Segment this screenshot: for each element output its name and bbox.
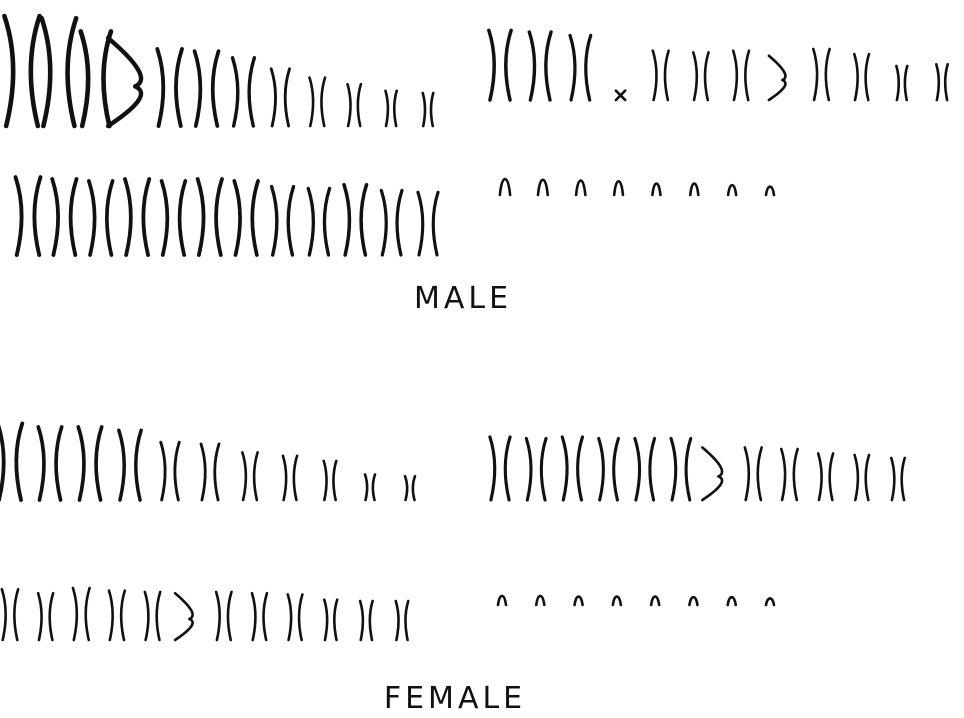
- female-chromosome: [855, 455, 869, 500]
- female-chromosome: [324, 600, 337, 640]
- male-chromosome: [310, 78, 325, 126]
- male-chromosome: [576, 181, 585, 195]
- male-chromosome: [344, 185, 366, 255]
- female-chromosome: [252, 593, 267, 640]
- female-chromosome: [78, 427, 101, 500]
- female-chromosome: [526, 439, 546, 501]
- female-chromosome: [38, 427, 61, 500]
- male-chromosome: [16, 177, 41, 255]
- male-chromosome: [108, 38, 141, 126]
- male-chromosome: [769, 56, 786, 100]
- male-chromosome: [614, 181, 623, 195]
- male-chromosome: [125, 179, 149, 255]
- female-chromosome-group-2: [490, 437, 905, 500]
- male-chromosome: [4, 16, 39, 126]
- female-chromosome: [891, 458, 904, 500]
- male-chromosome: [489, 30, 511, 100]
- female-chromosome-group-1: [0, 424, 415, 501]
- female-chromosome: [283, 456, 297, 500]
- female-chromosome: [702, 448, 722, 501]
- male-chromosome: [385, 91, 396, 126]
- male-chromosome: [233, 58, 255, 126]
- female-chromosome: [728, 597, 736, 605]
- male-chromosome: [234, 181, 258, 255]
- male-chromosome: [308, 189, 329, 256]
- male-chromosome: [529, 32, 551, 100]
- male-chromosome: [198, 179, 222, 255]
- female-chromosome: [613, 597, 621, 605]
- male-chromosome: [936, 64, 947, 100]
- female-chromosome: [562, 437, 582, 500]
- female-chromosome: [745, 448, 762, 501]
- male-label: MALE: [414, 281, 512, 316]
- male-chromosome: [381, 190, 402, 255]
- male-chromosome: [690, 184, 698, 195]
- male-chromosome: [854, 54, 869, 100]
- female-chromosome: [161, 442, 179, 500]
- male-chromosome: [347, 84, 360, 126]
- female-chromosome: [671, 439, 691, 501]
- female-chromosome: [599, 439, 619, 501]
- male-chromosome: [418, 192, 438, 255]
- female-chromosome: [689, 597, 697, 605]
- female-chromosome: [242, 452, 257, 500]
- female-label: FEMALE: [384, 681, 526, 716]
- male-chromosome: [89, 181, 113, 255]
- male-chromosome: [42, 18, 76, 126]
- male-chromosome: [162, 181, 186, 255]
- female-chromosome: [216, 592, 231, 640]
- male-chromosome-group-4: [500, 179, 774, 195]
- female-chromosome-group-4: [498, 596, 774, 605]
- male-chromosome: [733, 51, 749, 100]
- female-chromosome: [766, 598, 774, 605]
- female-chromosome: [2, 589, 18, 640]
- female-chromosome: [38, 593, 53, 640]
- male-chromosome: [652, 184, 660, 195]
- female-chromosome: [201, 444, 219, 500]
- female-chromosome: [651, 597, 659, 605]
- female-chromosome: [490, 437, 510, 500]
- female-chromosome: [365, 475, 375, 501]
- male-chromosome: [766, 187, 774, 195]
- female-chromosome: [73, 588, 90, 640]
- female-chromosome: [818, 454, 833, 501]
- female-chromosome: [0, 424, 22, 501]
- male-chromosome: [813, 49, 829, 100]
- male-chromosome-group-2: [489, 30, 948, 100]
- male-chromosome: [616, 91, 625, 100]
- male-chromosome: [570, 35, 591, 100]
- male-chromosome: [271, 69, 289, 126]
- female-chromosome: [175, 593, 193, 640]
- male-chromosome: [653, 51, 669, 100]
- female-chromosome-group-3: [2, 588, 408, 640]
- female-chromosome: [145, 592, 160, 640]
- male-chromosome: [195, 51, 219, 126]
- female-chromosome: [405, 476, 415, 500]
- female-chromosome: [575, 597, 583, 605]
- male-chromosome: [728, 185, 736, 195]
- male-chromosome: [81, 31, 111, 126]
- female-chromosome: [396, 601, 408, 640]
- male-chromosome: [272, 187, 294, 255]
- female-chromosome: [781, 449, 797, 500]
- male-chromosome: [423, 93, 434, 126]
- female-chromosome: [119, 430, 141, 500]
- male-chromosome: [896, 66, 907, 100]
- male-chromosome: [157, 49, 182, 126]
- male-chromosome-group-1: [4, 16, 433, 126]
- female-chromosome: [360, 601, 372, 640]
- female-chromosome: [635, 439, 655, 501]
- female-chromosome: [498, 596, 506, 605]
- female-chromosome: [109, 591, 125, 640]
- female-chromosome: [536, 596, 544, 605]
- male-chromosome: [538, 180, 548, 195]
- male-chromosome: [52, 179, 76, 255]
- male-chromosome: [500, 179, 510, 195]
- male-chromosome-group-3: [16, 177, 438, 255]
- male-chromosome: [693, 52, 708, 100]
- female-chromosome: [324, 461, 337, 500]
- female-chromosome: [288, 595, 303, 641]
